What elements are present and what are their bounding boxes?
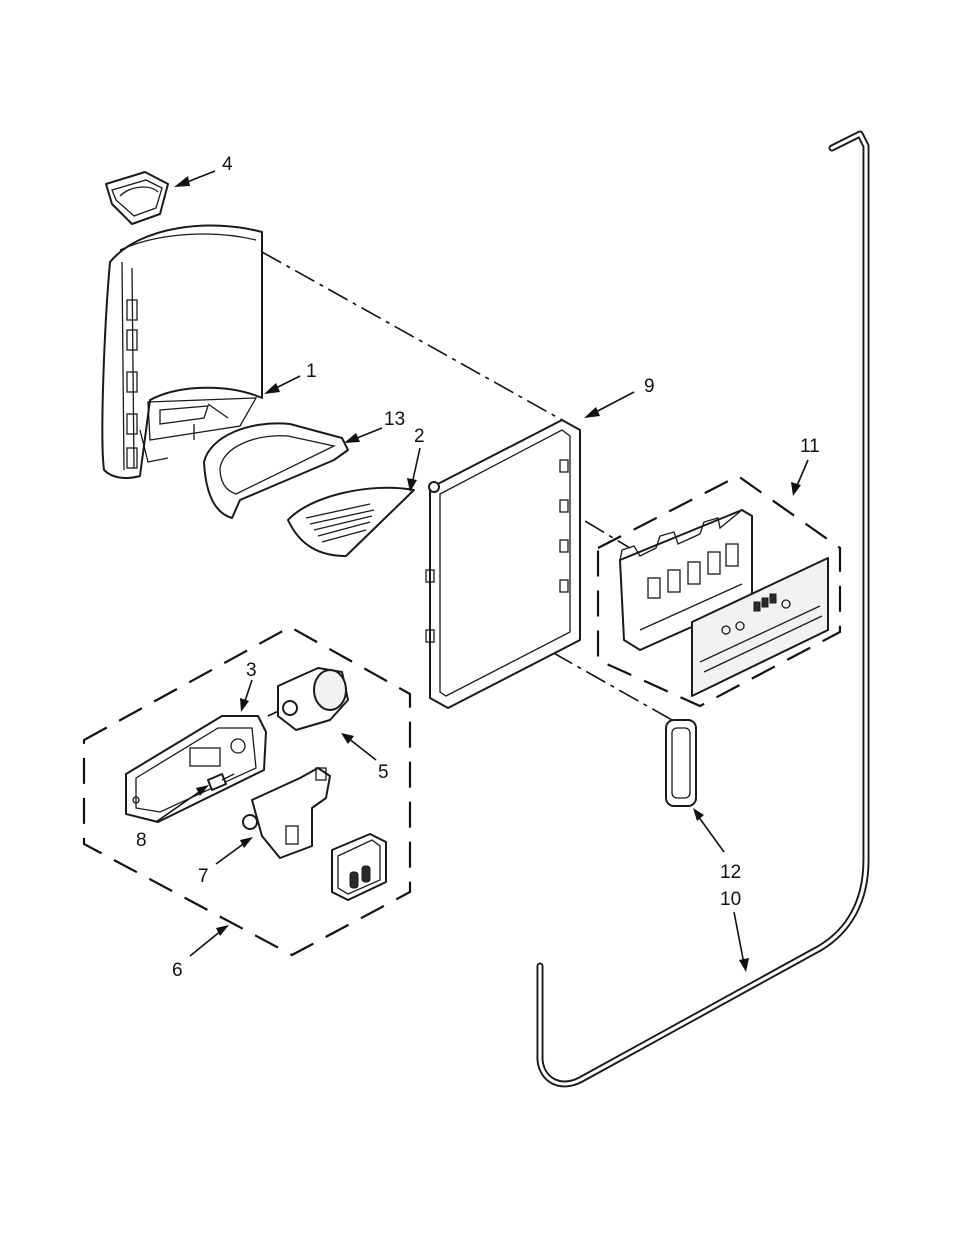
part-6-pad-switch [332, 834, 386, 900]
part-9-frame-gasket [426, 420, 580, 708]
callout-5: 5 [378, 762, 389, 783]
callout-9: 9 [644, 376, 655, 397]
callout-12: 12 [720, 862, 741, 883]
callout-6: 6 [172, 960, 183, 981]
part-4-housing-cap [106, 172, 168, 224]
callout-13: 13 [384, 409, 405, 430]
callout-11: 11 [800, 436, 820, 457]
callout-1: 1 [306, 361, 317, 382]
part-5-motor [278, 668, 348, 730]
part-12-pad [666, 720, 696, 806]
callout-8: 8 [136, 830, 147, 851]
callout-3: 3 [246, 660, 257, 681]
callout-7: 7 [198, 866, 209, 887]
part-2-grille [288, 488, 414, 556]
part-7-actuator [243, 768, 330, 858]
callout-2: 2 [414, 426, 425, 447]
callout-4: 4 [222, 154, 233, 175]
callout-10: 10 [720, 889, 741, 910]
part-11-control-panel [620, 510, 828, 696]
part-3-bracket [126, 716, 266, 822]
